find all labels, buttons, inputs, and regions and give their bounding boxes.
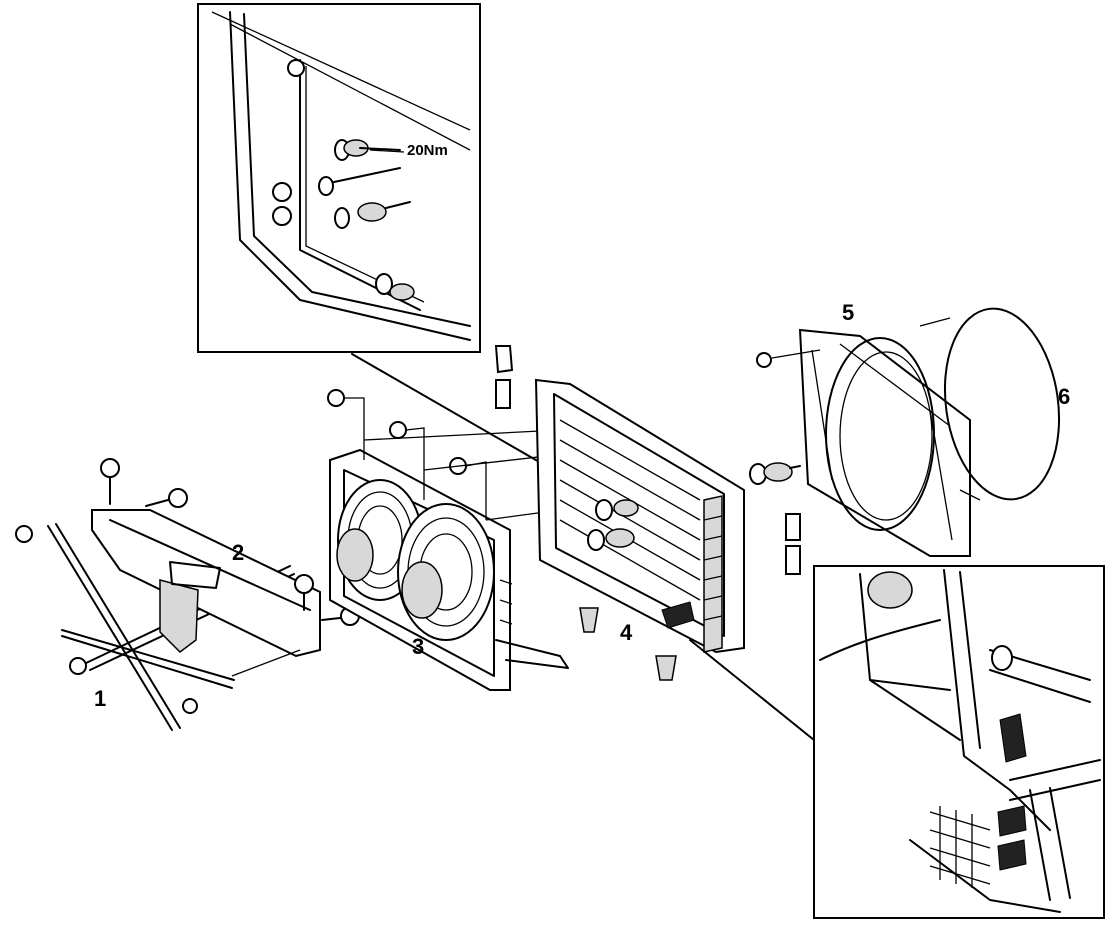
torque-spec-label: 20Nm bbox=[407, 142, 448, 159]
callout-2: 2 bbox=[232, 540, 244, 565]
part-4-radiator bbox=[494, 345, 801, 681]
detail-inset-bottom bbox=[813, 565, 1105, 919]
callout-1: 1 bbox=[94, 686, 106, 711]
part-5-fan-shroud bbox=[756, 328, 971, 557]
inset-bottom-leader bbox=[689, 639, 815, 741]
callout-3: 3 bbox=[412, 634, 424, 659]
callout-5: 5 bbox=[842, 300, 854, 325]
part-2-upper-bracket bbox=[91, 458, 360, 677]
callout-6: 6 bbox=[1058, 384, 1070, 409]
detail-inset-top: 20Nm bbox=[197, 3, 481, 353]
callout-4: 4 bbox=[620, 620, 633, 645]
part-3-fan-assembly bbox=[327, 389, 601, 691]
part-6-fan-ring bbox=[919, 307, 1061, 501]
